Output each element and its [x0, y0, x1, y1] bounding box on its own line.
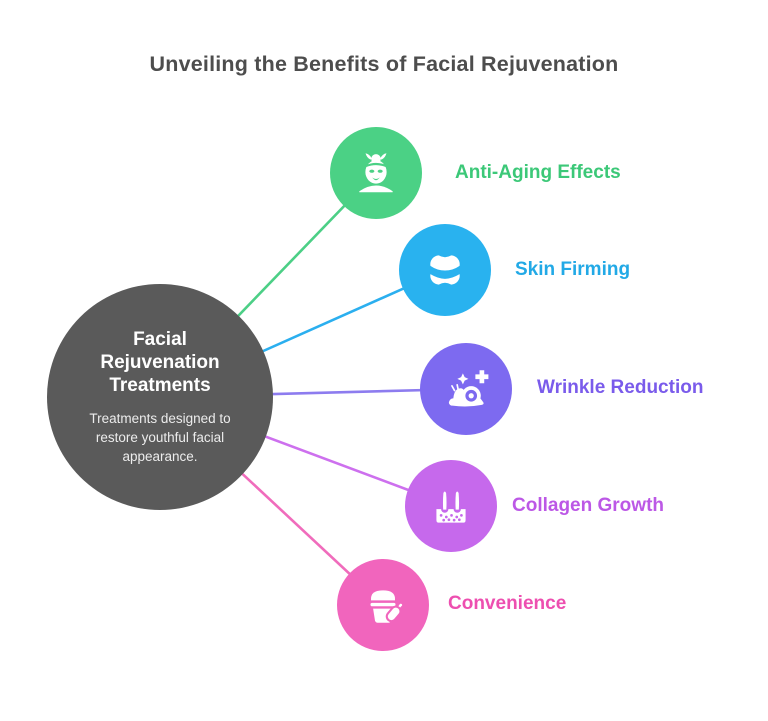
facial-mask-icon — [359, 153, 393, 193]
cream-jar-icon — [370, 590, 405, 623]
page-title: Unveiling the Benefits of Facial Rejuven… — [149, 52, 619, 76]
node-bubble-collagen-growth — [405, 460, 497, 552]
node-bubble-skin-firming — [399, 224, 491, 316]
node-bubble-wrinkle-reduction — [420, 343, 512, 435]
center-node-description: Treatments designed to restore youthful … — [89, 411, 231, 464]
snail-icon — [448, 370, 489, 407]
node-label-skin-firming: Skin Firming — [515, 259, 631, 280]
node-bubble-convenience — [337, 559, 429, 651]
skin-layer-icon — [436, 491, 466, 523]
center-node-heading: Facial Rejuvenation Treatments — [100, 328, 220, 397]
node-label-collagen-growth: Collagen Growth — [512, 495, 664, 516]
node-label-anti-aging: Anti-Aging Effects — [455, 162, 621, 183]
node-bubble-anti-aging — [330, 127, 422, 219]
node-label-wrinkle-reduction: Wrinkle Reduction — [537, 377, 704, 398]
center-node: Facial Rejuvenation Treatments Treatment… — [47, 284, 273, 510]
skin-firming-icon — [430, 255, 460, 285]
node-label-convenience: Convenience — [448, 593, 567, 614]
